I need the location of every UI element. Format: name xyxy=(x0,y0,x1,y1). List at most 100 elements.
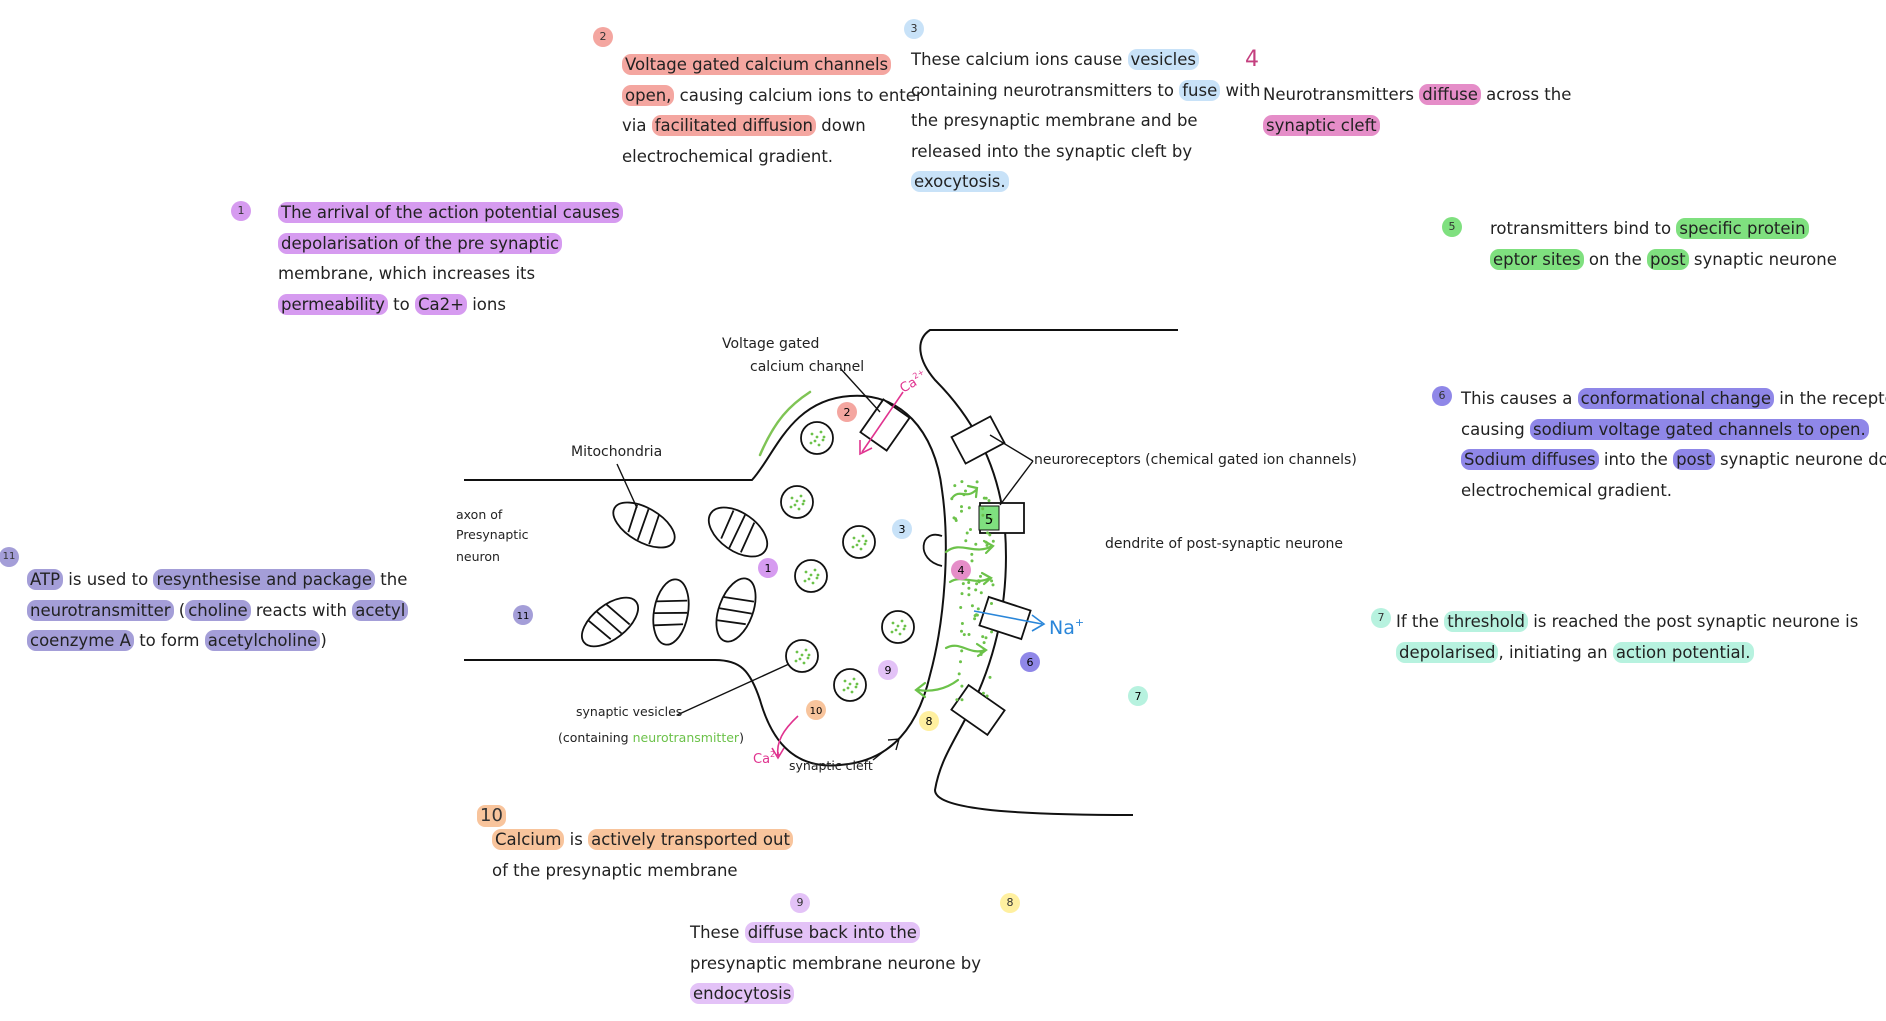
cleft-neurotransmitter-dot xyxy=(960,649,964,653)
neurotransmitter-dot xyxy=(903,624,907,628)
note-text: released into the synaptic cleft by xyxy=(911,141,1193,161)
sodium-label: Na+ xyxy=(1049,616,1084,639)
calcium-bottom-label: Ca2+ xyxy=(753,750,782,767)
mitochondrion xyxy=(581,596,639,648)
cleft-neurotransmitter-dot xyxy=(981,513,985,517)
note-text: Neurotransmitters xyxy=(1263,85,1420,104)
marker-5: 5 xyxy=(985,513,993,528)
neurotransmitter-dot xyxy=(816,573,820,577)
neuroreceptor xyxy=(950,415,1006,465)
cleft-pointer-head xyxy=(887,738,900,751)
highlighted-term: open, xyxy=(622,84,675,106)
cleft-neurotransmitter-dot xyxy=(970,559,974,563)
cleft-neurotransmitter-dot xyxy=(988,533,992,537)
note-line: the presynaptic membrane and be xyxy=(911,106,1260,137)
neurotransmitter-dot xyxy=(900,619,904,623)
cleft-neurotransmitter-dot xyxy=(960,698,964,702)
note-line: coenzyme A to form acetylcholine) xyxy=(27,626,408,657)
note-text: with xyxy=(1220,80,1261,100)
diffusion-arrowhead xyxy=(975,642,988,658)
cleft-neurotransmitter-dot xyxy=(975,582,979,586)
cleft-neurotransmitter-dot xyxy=(981,691,985,695)
cleft-neurotransmitter-dot xyxy=(984,636,988,640)
neurotransmitter-dot xyxy=(811,581,815,585)
note-line: open, causing calcium ions to enter xyxy=(622,81,923,112)
marker-6: 6 xyxy=(1027,656,1034,669)
note-line: of the presynaptic membrane xyxy=(492,856,793,887)
vesicle xyxy=(780,485,814,519)
note-line: depolarisation of the pre synaptic xyxy=(278,229,623,260)
diffusion-arrow xyxy=(944,544,994,554)
marker-7: 7 xyxy=(1135,690,1142,703)
note-line: eptor sites on the post synaptic neurone xyxy=(1490,245,1837,276)
note-line: causing sodium voltage gated channels to… xyxy=(1461,415,1886,446)
neurotransmitter-dot xyxy=(795,650,799,654)
note-text: synaptic neurone down an xyxy=(1719,450,1886,469)
note-text: rotransmitters bind to xyxy=(1490,219,1677,238)
mitochondrion xyxy=(707,506,769,558)
highlighted-term: fuse xyxy=(1179,79,1221,101)
neurotransmitter-dot xyxy=(813,568,817,572)
marker-8: 8 xyxy=(926,715,933,728)
neurotransmitter-dot xyxy=(863,542,867,546)
vesicle-pointer xyxy=(676,663,790,716)
cleft-neurotransmitter-dot xyxy=(960,684,964,688)
synaptic-vesicles-label: synaptic vesicles xyxy=(576,704,682,719)
note-number-3: 3 xyxy=(904,19,924,39)
cleft-neurotransmitter-dot xyxy=(973,617,977,621)
neurotransmitter-dot xyxy=(859,547,863,551)
note-line: depolarised, initiating an action potent… xyxy=(1396,638,1858,669)
cleft-neurotransmitter-dot xyxy=(957,672,961,676)
cleft-neurotransmitter-dot xyxy=(962,633,966,637)
highlighted-term: specific protein xyxy=(1676,218,1809,239)
note-line: endocytosis xyxy=(690,979,981,1010)
note-text: to form xyxy=(133,631,205,650)
cleft-neurotransmitter-dot xyxy=(991,583,995,587)
cleft-neurotransmitter-dot xyxy=(979,574,982,578)
note-line: The arrival of the action potential caus… xyxy=(278,198,623,229)
note-text: reacts with xyxy=(250,600,353,620)
note-text: synaptic neurone xyxy=(1688,249,1837,269)
cleft-neurotransmitter-dot xyxy=(967,593,971,597)
mitochondrion xyxy=(652,578,690,646)
vesicle xyxy=(842,525,876,559)
cleft-neurotransmitter-dot xyxy=(975,480,979,484)
cleft-neurotransmitter-dot xyxy=(990,630,994,634)
note-text: causing xyxy=(1461,419,1530,439)
neurotransmitter-dot xyxy=(842,688,846,692)
neurotransmitter-dot xyxy=(854,685,858,689)
note-line: released into the synaptic cleft by xyxy=(911,137,1260,168)
neurotransmitter-dot xyxy=(817,443,821,447)
cleft-neurotransmitter-dot xyxy=(990,579,994,583)
note-text: presynaptic membrane neurone by xyxy=(690,953,982,973)
highlighted-term: coenzyme A xyxy=(27,630,134,651)
neurotransmitter-dot xyxy=(803,579,807,583)
cleft-neurotransmitter-dot xyxy=(981,507,985,511)
note-line: This causes a conformational change in t… xyxy=(1461,384,1886,415)
neurotransmitter-dot xyxy=(894,628,898,632)
standalone-number-8: 8 xyxy=(1000,893,1020,913)
calcium-influx-arrow xyxy=(861,391,904,453)
marker-2: 2 xyxy=(844,406,851,419)
highlighted-term: facilitated diffusion xyxy=(651,115,816,136)
note-6-conformational-change: This causes a conformational change in t… xyxy=(1461,384,1886,506)
note-text: This causes a xyxy=(1461,389,1578,408)
highlighted-term: action potential. xyxy=(1612,641,1754,663)
neurotransmitter-dot xyxy=(890,630,894,634)
cleft-neurotransmitter-dot xyxy=(961,582,965,586)
diffusion-arrowhead xyxy=(980,571,993,586)
note-text: of the presynaptic membrane xyxy=(492,860,738,880)
note-number-7: 7 xyxy=(1371,608,1391,628)
note-line: via facilitated diffusion down xyxy=(622,111,923,142)
neurotransmitter-dot xyxy=(815,576,819,580)
neurotransmitter-dot xyxy=(804,570,808,574)
note-line: membrane, which increases its xyxy=(278,259,623,290)
vesicle xyxy=(881,610,915,644)
neurotransmitter-dot xyxy=(804,648,808,652)
highlighted-term: post xyxy=(1673,449,1715,470)
cleft-neurotransmitter-dot xyxy=(991,539,995,543)
vesicle-contents-label: (containing neurotransmitter) xyxy=(558,730,744,745)
note-text: in the receptor protein, xyxy=(1779,389,1886,408)
neurotransmitter-dot xyxy=(852,536,856,540)
